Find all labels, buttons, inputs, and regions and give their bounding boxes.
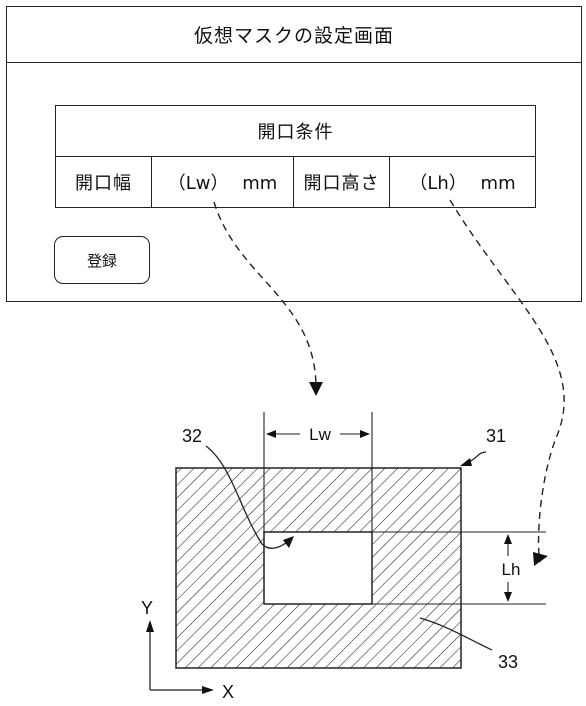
opening-height-label: 開口高さ	[293, 156, 390, 208]
x-axis-label: X	[222, 682, 234, 702]
width-leader-arrowhead	[309, 382, 323, 396]
mask-ref-arrowhead	[460, 458, 472, 466]
mask-settings-window: 仮想マスクの設定画面 開口条件 開口幅 （Lw） mm 開口高さ （Lh） mm…	[6, 6, 582, 302]
hatched-ref-label: 33	[498, 652, 518, 672]
height-leader-line	[449, 199, 565, 563]
opening-width-label: 開口幅	[55, 156, 152, 208]
opening-conditions-header: 開口条件	[55, 105, 536, 157]
opening-width-field[interactable]: （Lw） mm	[151, 156, 294, 208]
width-dimension-label: Lw	[309, 425, 331, 444]
mask-opening	[263, 531, 373, 605]
opening-ref-arrowhead	[283, 536, 294, 548]
opening-conditions-table: 開口条件 開口幅 （Lw） mm 開口高さ （Lh） mm	[55, 105, 536, 208]
y-axis-arrowhead	[146, 620, 154, 632]
register-button[interactable]: 登録	[54, 236, 150, 284]
hatched-ref-leader	[419, 617, 493, 651]
height-arrow-top	[504, 534, 512, 544]
mask-ref-leader	[467, 451, 487, 463]
width-arrow-right	[360, 430, 370, 438]
mask-ref-label: 31	[486, 426, 506, 446]
x-axis-arrowhead	[202, 686, 214, 694]
height-dimension-label: Lh	[502, 560, 521, 579]
opening-ref-label: 32	[182, 426, 202, 446]
y-axis-label: Y	[141, 598, 153, 618]
width-leader-line	[213, 201, 317, 393]
opening-height-field[interactable]: （Lh） mm	[389, 156, 536, 208]
width-arrow-left	[266, 430, 276, 438]
window-title: 仮想マスクの設定画面	[7, 7, 581, 63]
height-arrow-bottom	[504, 592, 512, 602]
opening-ref-leader	[205, 445, 291, 550]
height-leader-arrowhead	[533, 552, 548, 566]
